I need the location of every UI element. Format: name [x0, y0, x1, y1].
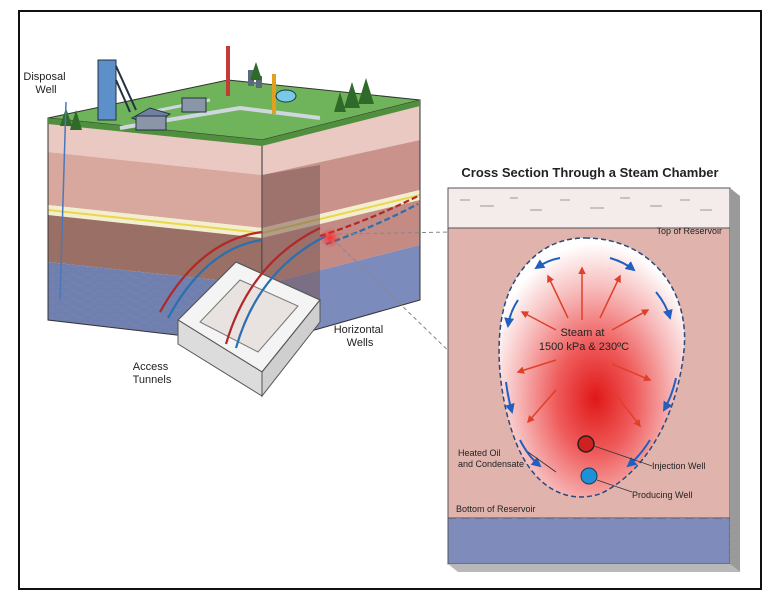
injection-well-marker — [578, 436, 594, 452]
cross-section-title: Cross Section Through a Steam Chamber — [461, 165, 718, 180]
disposal-well-label: Disposal Well — [23, 71, 68, 96]
horizontal-wells-label: Horizontal Wells — [334, 324, 387, 349]
bottom-of-reservoir-label: Bottom of Reservoir — [456, 504, 536, 514]
producing-well-label: Producing Well — [632, 490, 692, 500]
top-of-reservoir-label: Top of Reservoir — [656, 226, 722, 236]
steam-chamber-glow — [320, 228, 340, 248]
injection-well-label: Injection Well — [652, 461, 705, 471]
producing-well-marker — [581, 468, 597, 484]
access-tunnels-label: Access Tunnels — [133, 361, 172, 386]
